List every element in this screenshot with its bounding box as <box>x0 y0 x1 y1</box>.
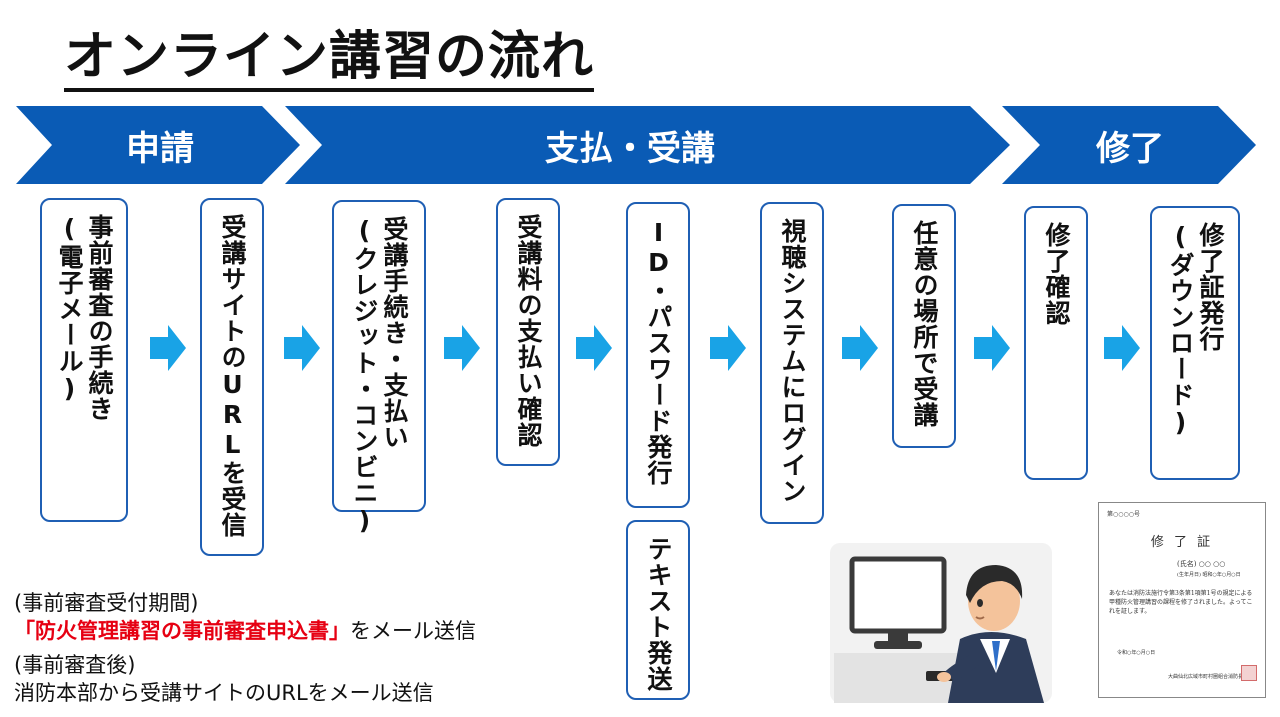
note-url-sent: 消防本部から受講サイトのURLをメール送信 <box>14 681 434 705</box>
certificate-heading: 修 了 証 <box>1150 535 1214 550</box>
certificate-number: 第○○○○号 <box>1107 511 1140 518</box>
note-application-form-name: 「防火管理講習の事前審査申込書」 <box>14 619 350 643</box>
note-send-by-email: をメール送信 <box>350 619 476 643</box>
phase-label-complete: 修了 <box>1096 129 1164 169</box>
phase-banner <box>16 106 1256 184</box>
note-reception-period: (事前審査受付期間) <box>14 591 199 615</box>
flow-arrow-5 <box>710 325 746 371</box>
certificate-dob: (生年月日) 昭和○年○月○日 <box>1177 572 1241 578</box>
flow-arrow-7 <box>974 325 1010 371</box>
certificate-issuer: 大曲仙北広域市町村圏組合消防長 <box>1167 674 1243 680</box>
step-payment-check: 受講料の支払い確認 <box>496 198 560 466</box>
step-login: 視聴システムにログイン <box>760 202 824 524</box>
computer-user-icon <box>834 556 1044 703</box>
phase-chevron-complete <box>1002 106 1256 184</box>
flow-arrow-4 <box>576 325 612 371</box>
step-certificate-issue: 修了証発行 (ダウンロード) <box>1150 206 1240 480</box>
phase-chevron-pay-attend <box>285 106 1010 184</box>
step-text-shipping: テキスト発送 <box>626 520 690 700</box>
flow-arrow-8 <box>1104 325 1140 371</box>
phase-label-apply: 申請 <box>126 129 194 169</box>
step-attend-anywhere: 任意の場所で受講 <box>892 204 956 448</box>
flow-arrow-3 <box>444 325 480 371</box>
flow-arrow-6 <box>842 325 878 371</box>
step-prescreening: 事前審査の手続き (電子メール) <box>40 198 128 522</box>
step-receive-url: 受講サイトのURLを受信 <box>200 198 264 556</box>
step-enroll-payment: 受講手続き・支払い (クレジット・コンビニ) <box>332 200 426 536</box>
certificate-image: 第○○○○号 修 了 証 (氏名) ○○ ○○ (生年月日) 昭和○年○月○日 … <box>1098 502 1266 698</box>
phase-chevron-apply <box>16 106 300 184</box>
step-id-password: ID・パスワード発行 <box>626 202 690 508</box>
page-title: オンライン講習の流れ <box>64 26 595 92</box>
step-completion-check: 修了確認 <box>1024 206 1088 480</box>
person-at-computer-illustration <box>830 543 1052 703</box>
phase-label-pay-attend: 支払・受講 <box>545 129 715 169</box>
note-send-application: 「防火管理講習の事前審査申込書」をメール送信 <box>14 618 476 644</box>
certificate-date: 令和○年○月○日 <box>1117 650 1156 656</box>
certificate-body: あなたは消防法施行令第3条第1項第1号の規定による甲種防火管理講習の課程を修了さ… <box>1109 590 1253 615</box>
flow-arrow-1 <box>150 325 186 371</box>
certificate-name: (氏名) ○○ ○○ <box>1177 560 1226 568</box>
flow-arrow-2 <box>284 325 320 371</box>
certificate-seal <box>1241 665 1257 681</box>
note-after-screening: (事前審査後) <box>14 653 136 677</box>
